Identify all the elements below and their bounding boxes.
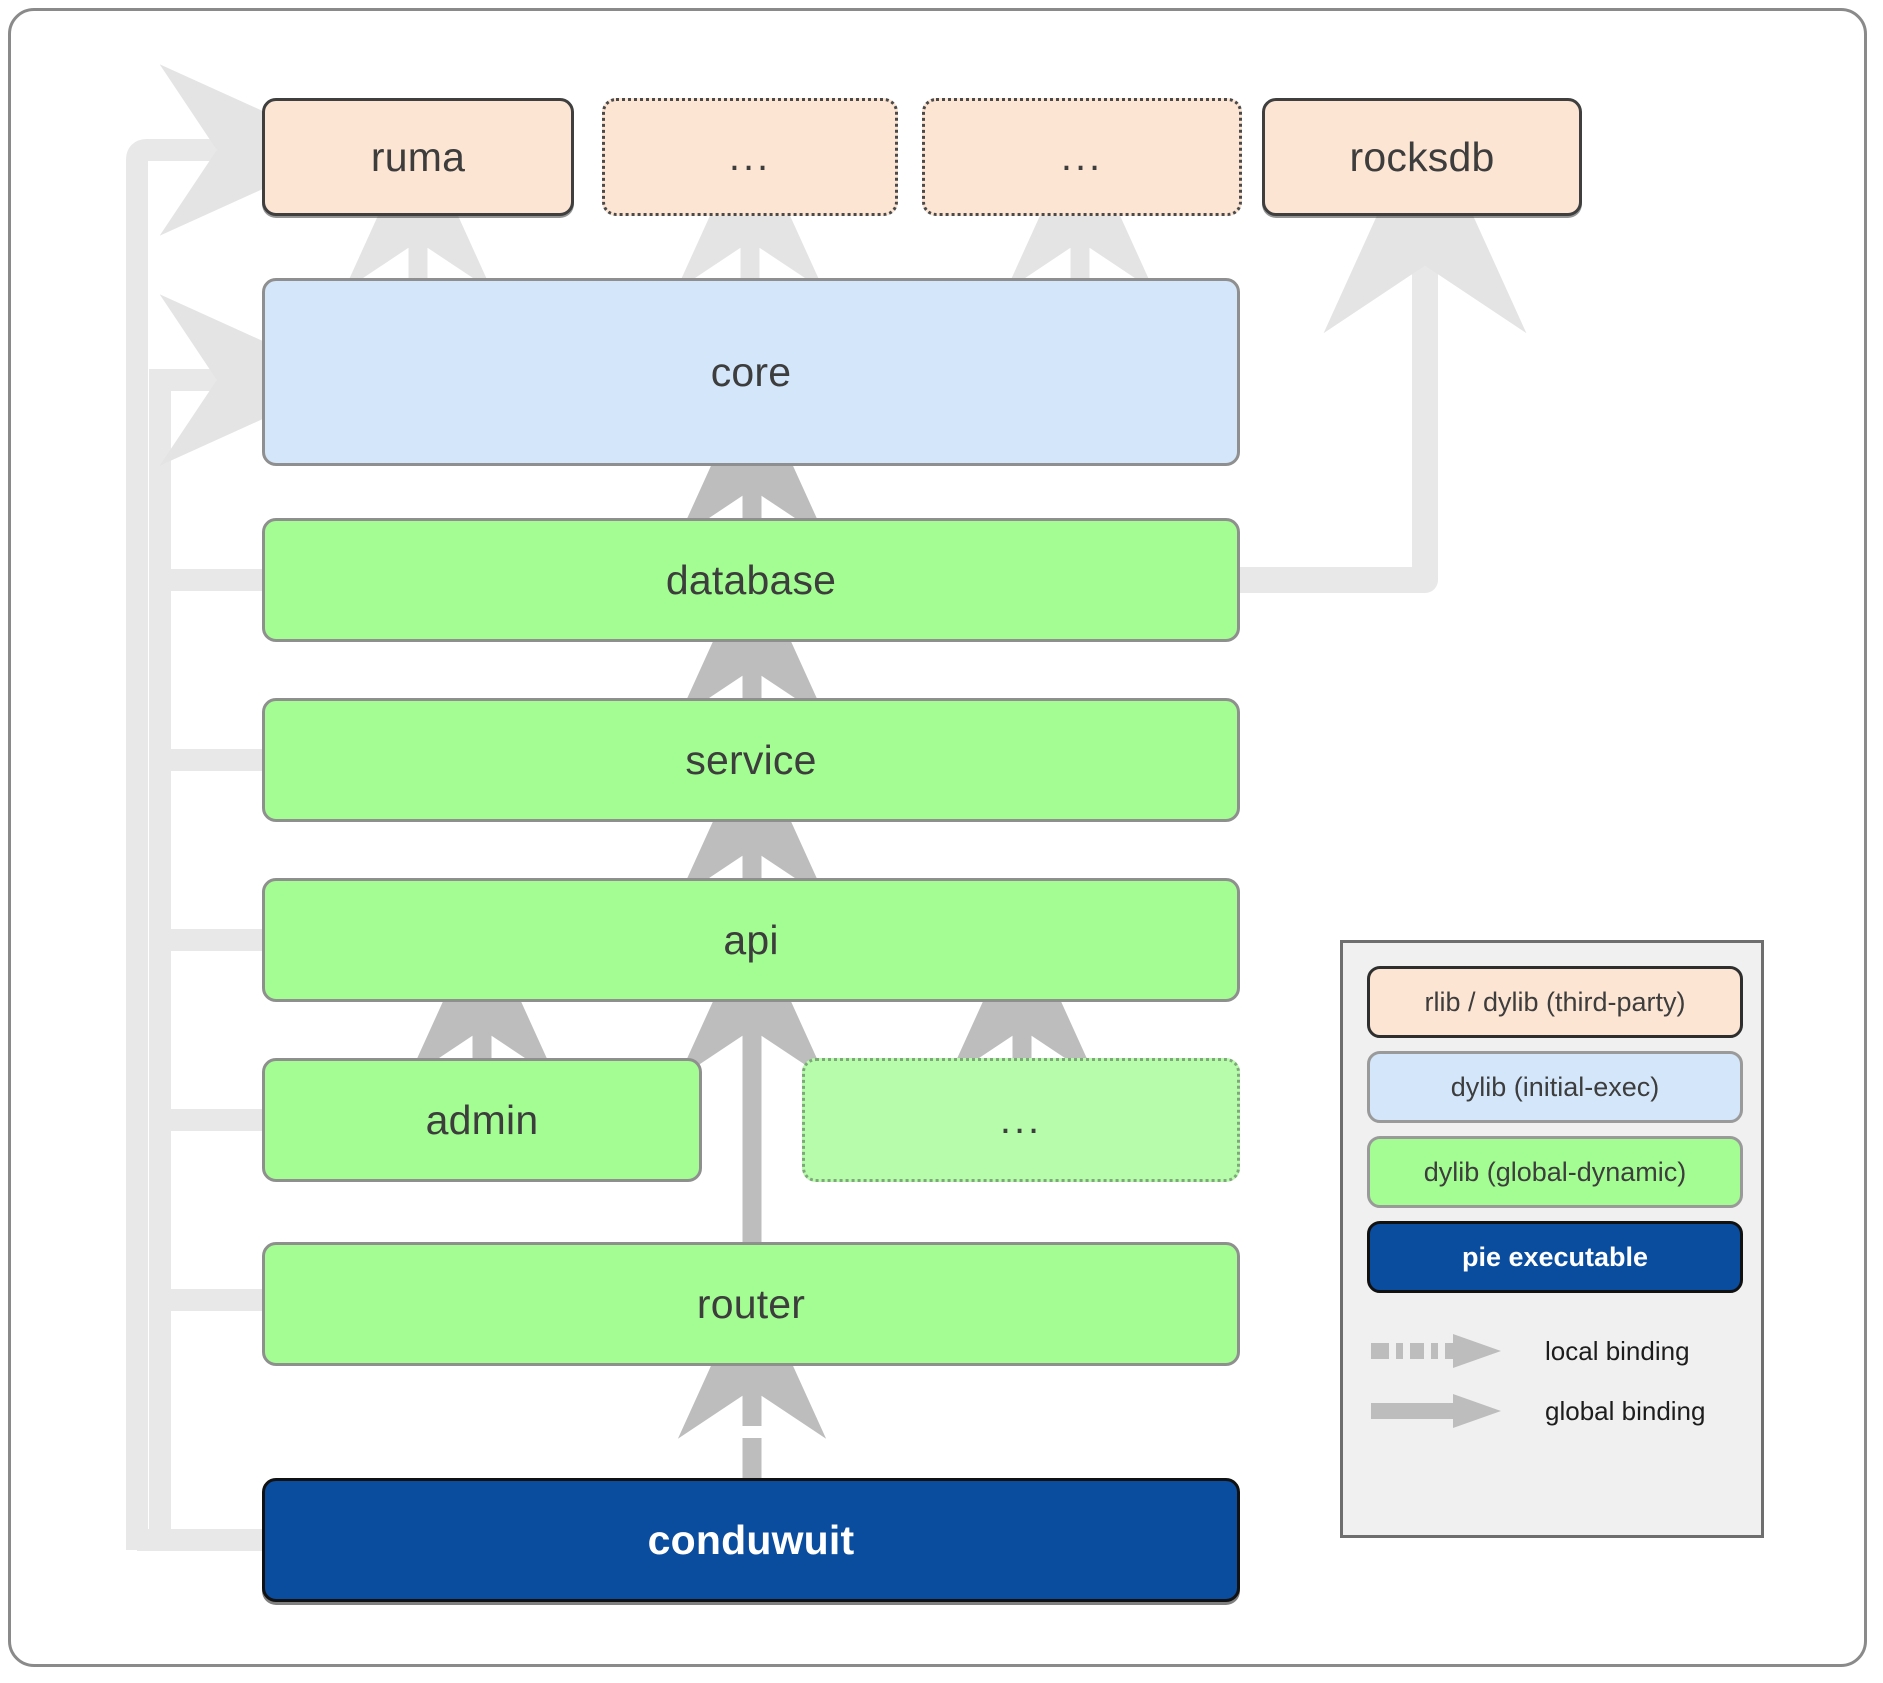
- legend-row-global-binding: global binding: [1367, 1383, 1743, 1439]
- legend-label: dylib (initial-exec): [1450, 1071, 1660, 1102]
- dashed-arrow-icon: [1371, 1334, 1501, 1368]
- legend-label: dylib (global-dynamic): [1423, 1156, 1687, 1187]
- legend-swatch-global-dynamic: dylib (global-dynamic): [1367, 1136, 1743, 1208]
- legend-binding-label: global binding: [1545, 1395, 1706, 1426]
- node-rocksdb[interactable]: rocksdb: [1262, 98, 1582, 216]
- node-database[interactable]: database: [262, 518, 1240, 642]
- legend-swatch-pie-executable: pie executable: [1367, 1221, 1743, 1293]
- legend-binding-label: local binding: [1545, 1335, 1690, 1366]
- node-label: admin: [425, 1096, 539, 1143]
- node-label: ...: [1060, 135, 1104, 179]
- legend-label: rlib / dylib (third-party): [1424, 986, 1686, 1017]
- legend-row-local-binding: local binding: [1367, 1323, 1743, 1379]
- node-service[interactable]: service: [262, 698, 1240, 822]
- node-label: ...: [728, 135, 772, 179]
- node-more-third-party-1[interactable]: ...: [602, 98, 898, 216]
- node-label: service: [685, 736, 817, 783]
- node-more-third-party-2[interactable]: ...: [922, 98, 1242, 216]
- node-more-global-dynamic[interactable]: ...: [802, 1058, 1240, 1182]
- node-label: rocksdb: [1349, 133, 1495, 180]
- node-label: conduwuit: [647, 1516, 855, 1563]
- node-router[interactable]: router: [262, 1242, 1240, 1366]
- node-ruma[interactable]: ruma: [262, 98, 574, 216]
- node-admin[interactable]: admin: [262, 1058, 702, 1182]
- legend-swatch-third-party: rlib / dylib (third-party): [1367, 966, 1743, 1038]
- node-core[interactable]: core: [262, 278, 1240, 466]
- node-label: ...: [999, 1098, 1043, 1142]
- node-label: api: [723, 916, 779, 963]
- solid-arrow-icon: [1371, 1394, 1501, 1428]
- node-conduwuit[interactable]: conduwuit: [262, 1478, 1240, 1602]
- node-label: core: [710, 348, 792, 395]
- node-label: database: [665, 556, 837, 603]
- legend-swatch-initial-exec: dylib (initial-exec): [1367, 1051, 1743, 1123]
- legend-label: pie executable: [1461, 1241, 1649, 1272]
- node-label: ruma: [370, 133, 466, 180]
- legend-panel: rlib / dylib (third-party) dylib (initia…: [1340, 940, 1764, 1538]
- node-label: router: [696, 1280, 806, 1327]
- node-api[interactable]: api: [262, 878, 1240, 1002]
